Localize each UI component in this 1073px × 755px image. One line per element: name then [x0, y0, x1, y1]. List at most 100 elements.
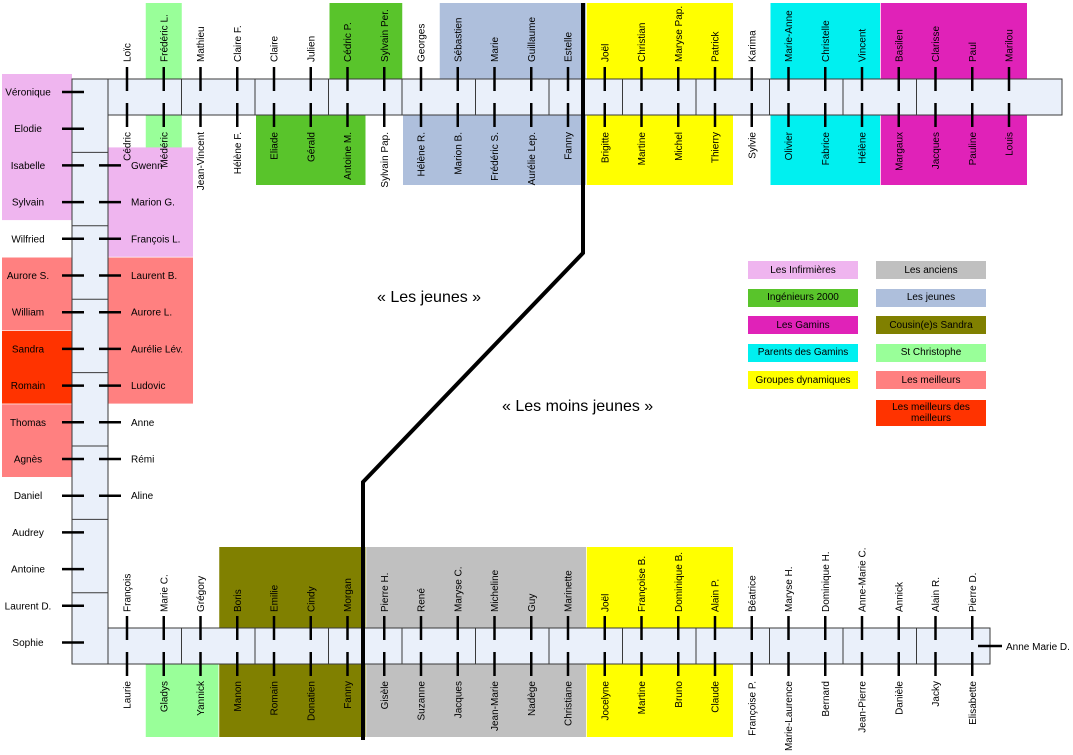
guest-name: Cédric P. — [343, 22, 354, 62]
guest-name: Nadège — [527, 681, 538, 716]
guest-name: Aurore S. — [7, 271, 49, 282]
guest-name: Manon — [233, 681, 244, 712]
left-outer-seat-aurore-s: Aurore S. — [7, 271, 84, 282]
top-below-seat-mederic: Médéric — [159, 103, 170, 168]
top-above-seat-karima: Karima — [747, 30, 758, 91]
top-below-seat-thierry: Thierry — [711, 103, 722, 163]
bottom-below-group-bg-groupes-dynamiques — [586, 664, 733, 737]
bottom-below-seat-suzanne: Suzanne — [417, 652, 428, 720]
end-seat-anne-marie-d: Anne Marie D. — [978, 642, 1070, 653]
guest-name: Romain — [11, 381, 45, 392]
top-below-seat-antoine-m: Antoine M. — [343, 103, 354, 180]
guest-name: Bernard — [821, 681, 832, 717]
top-above-group-bg-gamins — [880, 3, 1027, 79]
left-inner-seat-laurent-b: Laurent B. — [99, 271, 177, 282]
age-divider-line — [361, 3, 585, 740]
bottom-above-seat-maryse-h: Maryse H. — [784, 566, 795, 640]
guest-name: Jean-Marie — [490, 681, 501, 731]
guest-name: Sylvie — [747, 132, 758, 159]
guest-name: Clarisse — [931, 25, 942, 62]
top-below-seat-sylvie: Sylvie — [747, 103, 758, 159]
left-outer-seat-sandra: Sandra — [12, 344, 84, 355]
guest-name: Sébastien — [453, 18, 464, 62]
legend-item-cousin-e-s-sandra: Cousin(e)s Sandra — [876, 316, 986, 334]
guest-name: Isabelle — [11, 161, 46, 172]
left-outer-seat-sophie: Sophie — [12, 638, 84, 649]
guest-name: Aline — [131, 491, 154, 502]
guest-name: Marie C. — [159, 574, 170, 612]
guest-name: Marie-Laurence — [784, 681, 795, 751]
guest-name: Audrey — [12, 528, 44, 539]
legend-label: St Christophe — [900, 347, 962, 358]
guest-name: Sandra — [12, 344, 45, 355]
top-below-seat-eliade: Eliade — [270, 103, 281, 160]
guest-name: Fanny — [343, 681, 354, 709]
guest-name: Margaux — [894, 132, 905, 171]
guest-name: Brigitte — [600, 132, 611, 164]
guest-name: Sophie — [12, 638, 44, 649]
bottom-above-seat-gregory: Grégory — [196, 576, 207, 640]
bottom-below-seat-manon: Manon — [233, 652, 244, 712]
guest-name: Véronique — [5, 88, 51, 99]
guest-name: Sylvain Pap. — [380, 132, 391, 188]
top-below-seat-marion-b: Marion B. — [453, 103, 464, 175]
bottom-below-group-bg-st-christophe — [145, 664, 219, 737]
guest-name: Martine — [637, 132, 648, 166]
bottom-above-seat-micheline: Micheline — [490, 569, 501, 640]
legend-label: Les meilleurs des meilleurs — [892, 402, 970, 424]
guest-name: Jacques — [453, 681, 464, 718]
guest-name: Marie-Anne — [784, 10, 795, 62]
bottom-below-seat-donatien: Donatien — [306, 652, 317, 721]
top-above-seat-patrick: Patrick — [711, 30, 722, 91]
guest-name: Micheline — [490, 569, 501, 612]
guest-name: Elodie — [14, 124, 42, 135]
guest-name: Gisèle — [380, 681, 391, 710]
bottom-below-seat-gladys: Gladys — [159, 652, 170, 712]
guest-name: Pierre D. — [968, 573, 979, 612]
bottom-above-seat-morgan: Morgan — [343, 578, 354, 640]
legend-item-les-meilleurs-des-meilleurs: Les meilleurs des meilleurs — [876, 400, 986, 426]
left-inner-group-bg-meilleurs — [108, 257, 193, 404]
top-below-seat-sylvain-pap: Sylvain Pap. — [380, 103, 391, 188]
guest-name: François L. — [131, 234, 180, 245]
left-outer-seat-veronique: Véronique — [5, 88, 84, 99]
bottom-above-seat-anne-marie-c: Anne-Marie C. — [858, 548, 869, 640]
guest-name: Béatrice — [747, 575, 758, 612]
top-below-seat-gerald: Gérald — [306, 103, 317, 162]
left-outer-seat-sylvain: Sylvain — [12, 198, 84, 209]
guest-name: Paul — [968, 42, 979, 62]
left-outer-seat-antoine: Antoine — [11, 565, 84, 576]
legend-label: Les Gamins — [776, 319, 830, 331]
left-inner-seat-aurelie-lev: Aurélie Lév. — [99, 344, 183, 355]
guest-name: Aurélie Lep. — [527, 132, 538, 185]
guest-name: Olivier — [784, 131, 795, 160]
top-above-seat-maryse-pap: Maryse Pap. — [674, 6, 685, 91]
bottom-above-seat-cindy: Cindy — [306, 586, 317, 640]
top-above-seat-loic: Loïc — [123, 43, 134, 91]
bottom-above-seat-pierre-d: Pierre D. — [968, 573, 979, 640]
bottom-below-seat-romain: Romain — [270, 652, 281, 715]
left-outer-seat-laurent-d: Laurent D. — [5, 601, 84, 612]
top-above-seat-clarisse: Clarisse — [931, 25, 942, 91]
left-outer-seat-isabelle: Isabelle — [11, 161, 84, 172]
guest-name: Annick — [894, 581, 905, 612]
top-above-seat-paul: Paul — [968, 42, 979, 91]
bottom-above-seat-alain-p: Alain P. — [711, 579, 722, 640]
top-below-seat-cedric: Cédric — [123, 103, 134, 161]
guest-name: Basilen — [894, 29, 905, 62]
guest-name: Marilou — [1005, 29, 1016, 62]
legend-label: Ingénieurs 2000 — [767, 292, 839, 303]
guest-name: Michel — [674, 132, 685, 161]
guest-name: Georges — [417, 24, 428, 62]
top-below-group-bg-gamins — [880, 115, 1027, 185]
guest-name: Guillaume — [527, 17, 538, 62]
top-above-seat-claire: Claire — [270, 35, 281, 91]
top-above-seat-sylvain-per: Sylvain Per. — [380, 9, 391, 91]
guest-name: Agnès — [14, 455, 42, 466]
guest-name: Hélène R. — [417, 132, 428, 176]
legend-item-les-meilleurs: Les meilleurs — [876, 371, 986, 389]
guest-name: Laurie — [123, 681, 134, 709]
bottom-below-seat-jean-marie: Jean-Marie — [490, 652, 501, 731]
left-inner-seat-remi: Rémi — [99, 455, 154, 466]
guest-name: Julien — [306, 36, 317, 62]
